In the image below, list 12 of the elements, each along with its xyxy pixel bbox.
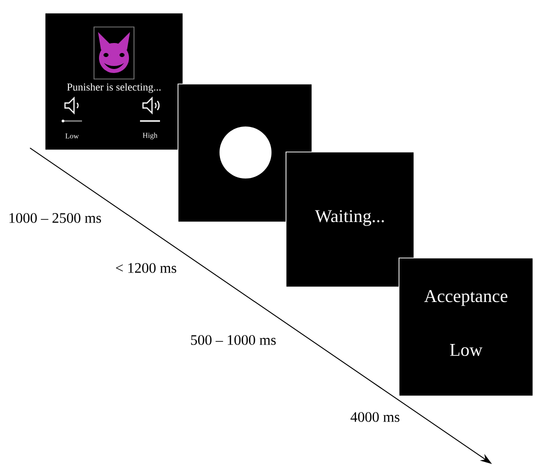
duration-label: < 1200 ms [116,263,176,273]
duration-label: 4000 ms [350,412,400,422]
screen [44,12,184,150]
screen [178,84,312,222]
duration-label: 1000 – 2500 ms [10,213,101,223]
screen-text: Punisher is selecting... [67,83,161,93]
screen [398,258,534,396]
duration-label: 500 – 1000 ms [191,335,276,345]
screen-text: Low [450,344,482,356]
screen-text: Waiting... [315,210,384,226]
screen-text: Acceptance [424,290,508,306]
screen [286,152,414,288]
